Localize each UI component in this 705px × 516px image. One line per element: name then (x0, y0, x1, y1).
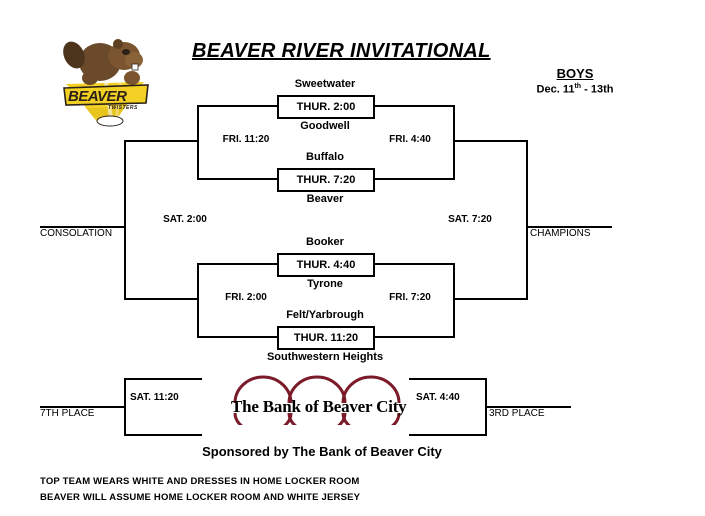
round-time-lower-left: FRI. 2:00 (225, 292, 267, 303)
bracket-line (124, 140, 199, 142)
sponsor-line: Sponsored by The Bank of Beaver City (202, 444, 442, 459)
bracket-line (409, 378, 487, 380)
dates-prefix: Dec. 11 (536, 83, 575, 96)
third-place-time: SAT. 4:40 (416, 392, 460, 403)
bracket-line (197, 105, 199, 180)
game-3-bottom-team: Tyrone (307, 278, 343, 290)
bracket-line (197, 336, 277, 338)
bank-name: The Bank of Beaver City (231, 397, 407, 416)
bracket-line (373, 263, 455, 265)
bracket-line (453, 263, 455, 338)
game-2-bottom-team: Beaver (306, 193, 344, 205)
round-time-lower-right: FRI. 7:20 (389, 292, 431, 303)
division-label: BOYS (556, 66, 594, 81)
third-place-label: 3RD PLACE (489, 408, 545, 419)
seventh-place-label: 7TH PLACE (40, 408, 95, 419)
bracket-line (373, 105, 455, 107)
game-4-time: THUR. 11:20 (293, 332, 359, 344)
bracket-line (526, 226, 612, 228)
page-title: BEAVER RIVER INVITATIONAL (192, 40, 491, 62)
bracket-line (409, 434, 487, 436)
bracket-line (197, 263, 199, 338)
round-time-semi-left: SAT. 2:00 (163, 214, 207, 225)
game-1-bottom-team: Goodwell (300, 120, 350, 132)
bracket-line (40, 406, 126, 408)
bracket-line (485, 406, 571, 408)
bracket-line (373, 336, 455, 338)
game-3-top-team: Booker (306, 236, 344, 248)
game-4-bottom-team: Southwestern Heights (266, 351, 384, 363)
seventh-place-time: SAT. 11:20 (130, 392, 179, 403)
bracket-line (197, 105, 277, 107)
beaver-mascot-logo: BEAVER TWISTERS (48, 22, 156, 130)
game-3-time: THUR. 4:40 (296, 259, 356, 271)
beaver-mascot-icon (63, 39, 149, 127)
dates-ordinal: th (574, 83, 582, 90)
bracket-line (124, 298, 199, 300)
game-box-1: THUR. 2:00 (277, 95, 375, 119)
bracket-line (124, 378, 202, 380)
bank-of-beaver-city-logo: The Bank of Beaver City (231, 375, 407, 435)
bracket-line (526, 140, 528, 300)
tournament-dates: Dec. 11th - 13th (505, 83, 645, 96)
game-1-time: THUR. 2:00 (296, 101, 356, 113)
bracket-line (453, 298, 528, 300)
consolation-label: CONSOLATION (40, 228, 113, 239)
bracket-line (124, 434, 202, 436)
bracket-line (453, 140, 528, 142)
round-time-semi-right: SAT. 7:20 (448, 214, 492, 225)
mascot-wordmark: BEAVER (68, 88, 127, 105)
bracket-line (40, 226, 126, 228)
game-2-time: THUR. 7:20 (296, 174, 356, 186)
note-line-2: BEAVER WILL ASSUME HOME LOCKER ROOM AND … (40, 492, 361, 503)
game-box-4: THUR. 11:20 (277, 326, 375, 350)
note-line-1: TOP TEAM WEARS WHITE AND DRESSES IN HOME… (40, 476, 360, 487)
game-1-top-team: Sweetwater (294, 78, 356, 90)
game-box-3: THUR. 4:40 (277, 253, 375, 277)
round-time-upper-left: FRI. 11:20 (222, 134, 270, 145)
bracket-line (197, 263, 277, 265)
bracket-line (197, 178, 277, 180)
bracket-line (373, 178, 455, 180)
round-time-upper-right: FRI. 4:40 (389, 134, 431, 145)
bracket-line (124, 140, 126, 300)
mascot-subwordmark: TWISTERS (108, 105, 138, 111)
game-4-top-team: Felt/Yarbrough (286, 309, 364, 321)
bracket-line (453, 105, 455, 180)
game-box-2: THUR. 7:20 (277, 168, 375, 192)
game-2-top-team: Buffalo (306, 151, 344, 163)
champions-label: CHAMPIONS (530, 228, 591, 239)
dates-tail: - 13th (581, 83, 614, 96)
